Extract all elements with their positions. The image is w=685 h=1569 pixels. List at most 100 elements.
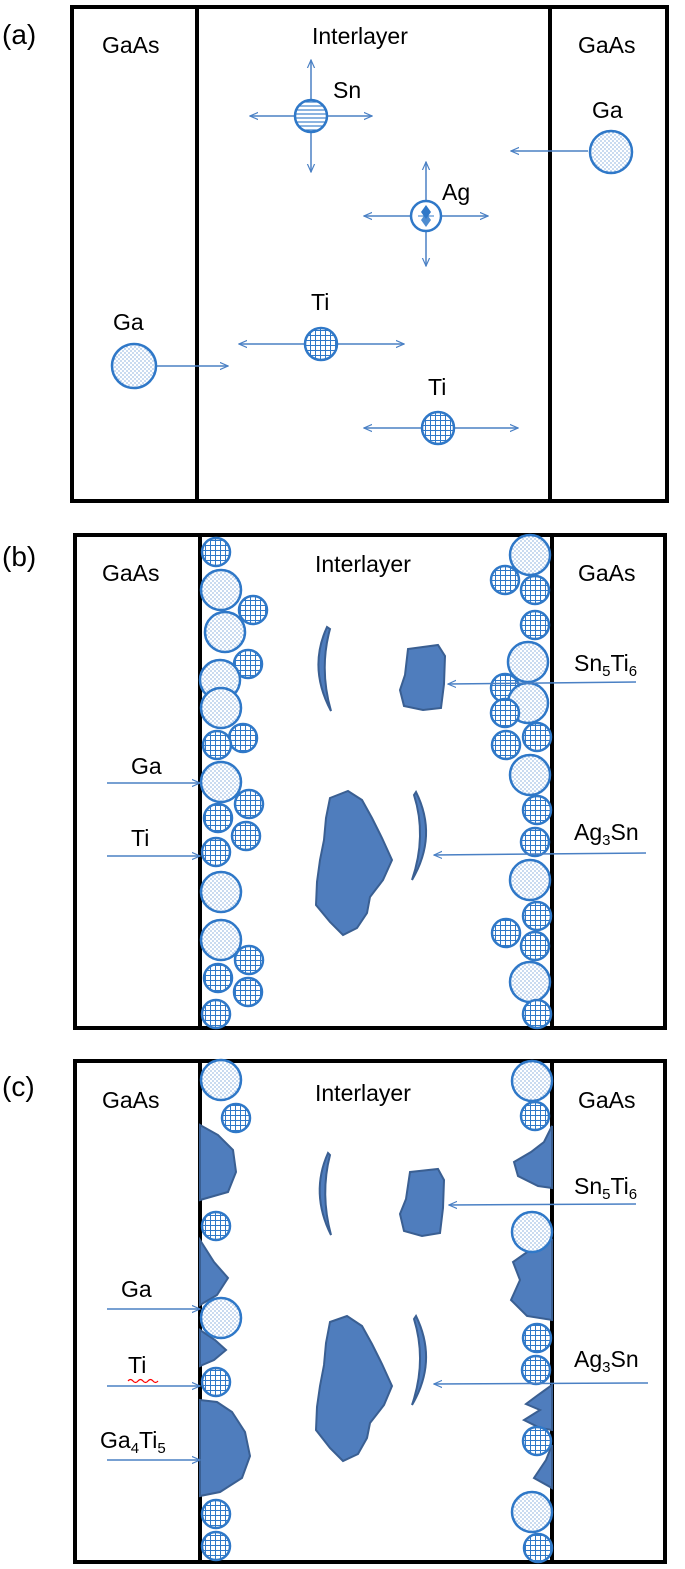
panel-b: (b) GaAs Interlayer GaAs Ga Ti Sn5Ti6 Ag… [2,533,667,1030]
ti-callout-label-c: Ti [128,1352,146,1378]
panel-b-ga-atom [199,760,243,804]
panel-b-left-gaas-label: GaAs [102,560,160,586]
panel-b-ti-atom [233,944,265,976]
panel-b-frame [73,533,667,1030]
ga-right-label: Ga [592,97,623,123]
panel-c-interlayer-label: Interlayer [315,1080,411,1106]
ga-left-label: Ga [113,309,144,335]
ti-atom-1 [239,326,404,362]
ga4ti5-layer-right-4 [532,1444,553,1490]
ti-label-1: Ti [311,289,329,315]
panel-c-ga-atom [510,1490,554,1534]
panel-c: (c) GaAs Interlayer GaAs Ga Ti Ga4Ti5 Sn… [2,1058,667,1564]
sn-label: Sn [333,77,361,103]
panel-c-ti-atom [521,1425,553,1457]
panel-b-ti-atom [521,721,553,753]
panel-b-ti-atom [227,722,259,754]
panel-c-left-gaas-label: GaAs [102,1087,160,1113]
ag3sn-crescent-large-b [411,790,427,881]
ti-callout-label-b: Ti [131,825,149,851]
panel-b-ga-atom [508,858,552,902]
panel-c-ga-atom [199,1058,243,1102]
ga-callout-label-c: Ga [121,1276,152,1302]
spellcheck-underline [127,1378,159,1384]
panel-b-ga-atom [508,753,552,797]
panel-b-ti-atom [490,729,522,761]
ga4ti5-layer-left-4 [199,1398,252,1498]
ag3sn-arrow-c [434,1383,649,1384]
panel-a-right-gaas-label: GaAs [578,32,636,58]
panel-b-ti-atom [521,794,553,826]
ti-label-2: Ti [428,374,446,400]
sn5ti6-label-b: Sn5Ti6 [574,650,637,680]
ti-atom-2 [364,410,518,446]
sn5ti6-label-c: Sn5Ti6 [574,1173,637,1203]
sn5ti6-arrow-b [448,682,637,684]
panel-b-ga-atom [199,686,243,730]
ag3sn-crescent-small-b [317,625,332,712]
panel-c-ga-atom [510,1210,554,1254]
ga4ti5-layer-right-1 [512,1125,553,1190]
ag3sn-label-c: Ag3Sn [574,1346,639,1376]
panel-c-ti-atom [200,1498,232,1530]
sn5ti6-arrow-c [449,1204,637,1205]
panel-b-ti-atom [519,930,551,962]
panel-a-interlayer-label: Interlayer [312,23,408,49]
panel-c-ti-atom [522,1532,554,1564]
panel-a-frame [70,5,669,503]
panel-a: (a) GaAs Interlayer GaAs Sn Ag [2,5,669,503]
panel-b-label: (b) [2,541,36,572]
panel-b-interlayer-label: Interlayer [315,551,411,577]
sn5ti6-precipitate-b [398,643,447,712]
panel-b-ti-atom [202,962,234,994]
ga4ti5-label-c: Ga4Ti5 [100,1427,166,1457]
sn5ti6-precipitate-c [398,1167,446,1238]
ga4ti5-layer-left-2 [199,1236,230,1307]
panel-b-ti-atom [230,820,262,852]
panel-b-ti-atom [200,836,232,868]
panel-b-ga-atom [203,610,247,654]
panel-b-ti-atom [521,998,553,1030]
panel-c-ti-atom [521,1322,553,1354]
panel-b-ti-atom [233,788,265,820]
panel-b-ti-atom [201,729,233,761]
ag3sn-crescent-large-c [411,1313,427,1406]
panel-c-ti-atom [519,1100,551,1132]
panel-b-ti-atom [202,802,234,834]
ag3sn-crescent-small-c [318,1151,332,1236]
ag3sn-large-precipitate-b [314,789,394,937]
panel-c-right-gaas-label: GaAs [578,1087,636,1113]
ag3sn-label-b: Ag3Sn [574,819,639,849]
ga-atom-right [511,129,634,175]
panel-b-ti-atom [489,697,521,729]
panel-b-ga-atom [508,533,552,577]
panel-b-ga-atom [199,568,243,612]
panel-b-ti-atom [489,564,521,596]
panel-c-interface-atoms [199,1058,554,1564]
ag3sn-large-precipitate-c [314,1314,394,1463]
panel-b-ti-atom [232,648,264,680]
sn-atom [250,60,372,172]
ga4ti5-layer-right-3 [521,1383,553,1432]
panel-b-ti-atom [519,609,551,641]
panel-b-ti-atom [490,917,522,949]
ga-callout-label-b: Ga [131,753,162,779]
ag3sn-arrow-b [434,853,647,855]
panel-b-ti-atom [200,998,232,1030]
panel-b-ti-atom [200,536,232,568]
panel-c-ti-atom [520,1354,552,1386]
panel-c-ti-atom [200,1530,232,1562]
ga-atom-left [110,342,228,390]
panel-c-ti-atom [200,1210,232,1242]
panel-a-left-gaas-label: GaAs [102,32,160,58]
panel-b-right-gaas-label: GaAs [578,560,636,586]
panel-b-ti-atom [232,976,264,1008]
panel-b-ti-atom [519,574,551,606]
panel-c-frame [73,1059,667,1564]
panel-b-ga-atom [199,870,243,914]
ga4ti5-layer-left-3 [199,1328,228,1368]
ag-label: Ag [442,179,470,205]
panel-b-ga-atom [199,918,243,962]
panel-a-label: (a) [2,19,36,50]
